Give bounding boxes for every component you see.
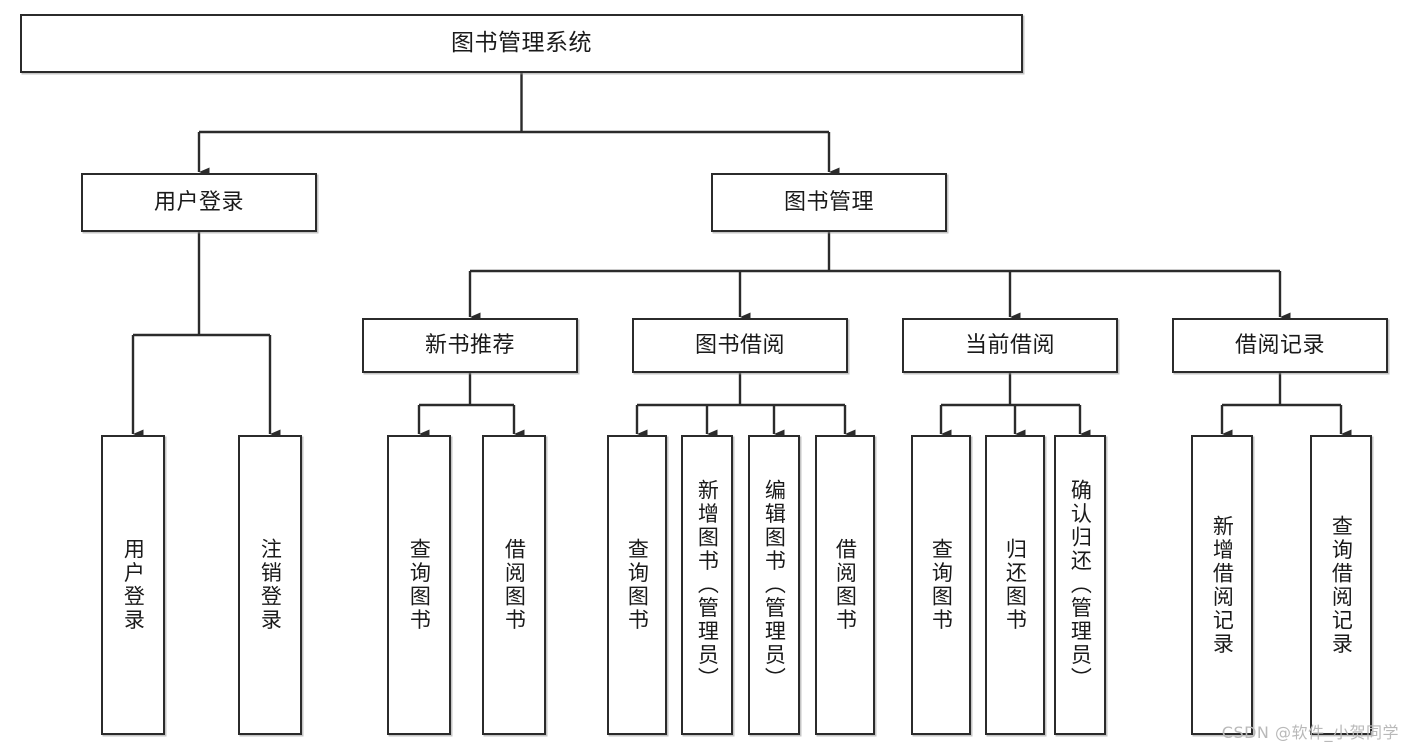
node-label-l-edit: 编辑图书（管理员） — [762, 479, 787, 691]
node-label-borrow: 图书借阅 — [694, 332, 785, 358]
node-label-current: 当前借阅 — [964, 332, 1055, 358]
node-label-login: 用户登录 — [153, 189, 244, 215]
node-label-l-q1: 查询图书 — [407, 538, 432, 632]
node-label-l-b2: 借阅图书 — [833, 538, 858, 632]
node-l-q1[interactable]: 查询图书 — [387, 435, 451, 735]
node-label-l-add: 新增图书（管理员） — [695, 479, 720, 691]
node-current[interactable]: 当前借阅 — [902, 318, 1118, 373]
node-root[interactable]: 图书管理系统 — [20, 14, 1023, 73]
node-l-edit[interactable]: 编辑图书（管理员） — [748, 435, 800, 735]
node-l-b1[interactable]: 借阅图书 — [482, 435, 546, 735]
node-label-l-addrec: 新增借阅记录 — [1210, 514, 1235, 656]
node-label-newbook: 新书推荐 — [424, 332, 515, 358]
node-label-records: 借阅记录 — [1234, 332, 1325, 358]
node-label-bookmgmt: 图书管理 — [783, 189, 874, 215]
node-records[interactable]: 借阅记录 — [1172, 318, 1388, 373]
node-label-l-q2: 查询图书 — [625, 538, 650, 632]
node-borrow[interactable]: 图书借阅 — [632, 318, 848, 373]
watermark-text: CSDN @软件_小贺同学 — [1221, 723, 1399, 742]
node-l-qrec[interactable]: 查询借阅记录 — [1310, 435, 1372, 735]
node-label-l-b1: 借阅图书 — [502, 538, 527, 632]
node-l-addrec[interactable]: 新增借阅记录 — [1191, 435, 1253, 735]
node-l-b2[interactable]: 借阅图书 — [815, 435, 875, 735]
node-l-confirm[interactable]: 确认归还（管理员） — [1054, 435, 1106, 735]
node-l-q3[interactable]: 查询图书 — [911, 435, 971, 735]
node-l-q2[interactable]: 查询图书 — [607, 435, 667, 735]
node-l-add[interactable]: 新增图书（管理员） — [681, 435, 733, 735]
node-label-l-qrec: 查询借阅记录 — [1329, 514, 1354, 656]
node-label-l-login: 用户登录 — [121, 538, 146, 632]
node-label-root: 图书管理系统 — [451, 29, 592, 56]
node-label-l-return: 归还图书 — [1003, 538, 1028, 632]
node-l-login[interactable]: 用户登录 — [101, 435, 165, 735]
node-label-l-logout: 注销登录 — [258, 538, 283, 632]
node-label-l-q3: 查询图书 — [929, 538, 954, 632]
node-l-return[interactable]: 归还图书 — [985, 435, 1045, 735]
node-bookmgmt[interactable]: 图书管理 — [711, 173, 947, 232]
node-l-logout[interactable]: 注销登录 — [238, 435, 302, 735]
node-label-l-confirm: 确认归还（管理员） — [1068, 479, 1093, 691]
node-newbook[interactable]: 新书推荐 — [362, 318, 578, 373]
connector-layer — [131, 73, 1352, 439]
node-login[interactable]: 用户登录 — [81, 173, 317, 232]
